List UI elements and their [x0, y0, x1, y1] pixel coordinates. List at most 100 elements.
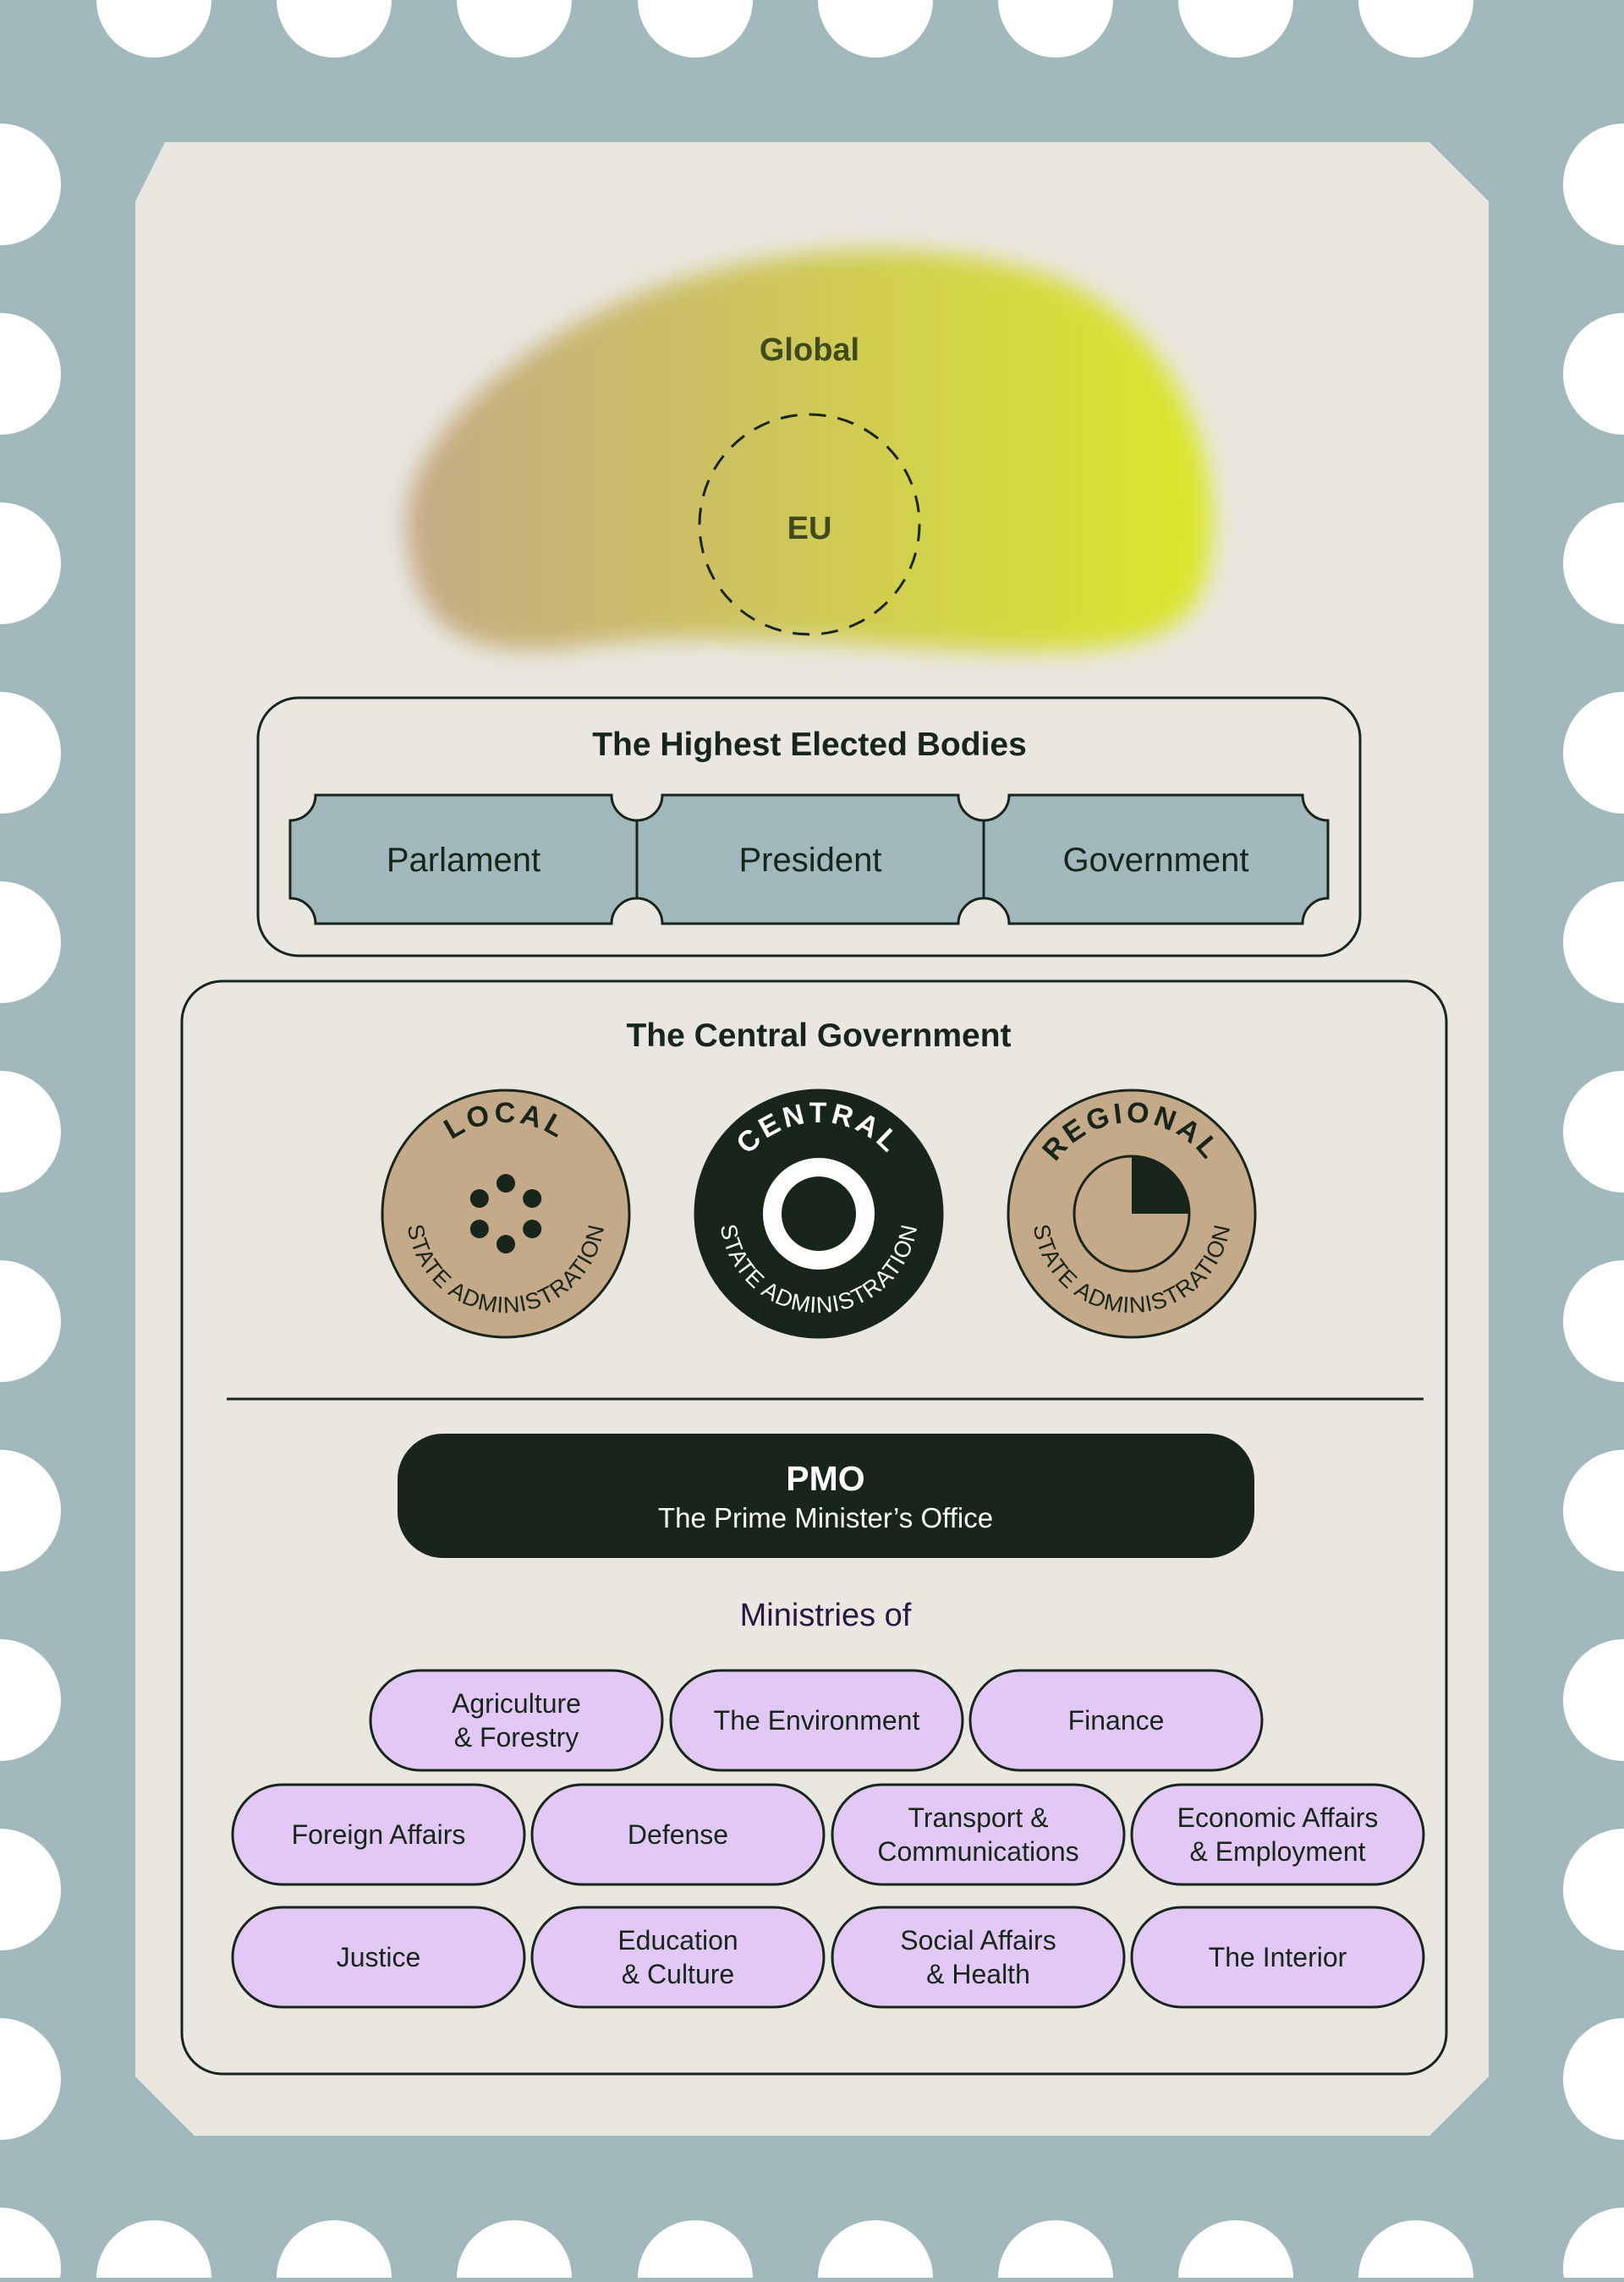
- perforation-hole: [1563, 692, 1624, 814]
- perforation-hole: [1358, 2220, 1473, 2282]
- perforation-hole: [457, 2220, 572, 2282]
- perforation-hole: [0, 2208, 61, 2282]
- pie-quarter-icon: [1073, 1155, 1191, 1273]
- ministry-label: & Health: [926, 1959, 1030, 1989]
- ministry-pill-shape: [231, 1783, 526, 1886]
- ministry-label: Education: [617, 1925, 738, 1956]
- perforation-hole: [277, 2220, 392, 2282]
- ministry-pill-shape: [530, 1783, 826, 1886]
- ministry-label: The Environment: [714, 1705, 920, 1736]
- ministry-pill: The Interior: [1130, 1906, 1425, 2009]
- ministry-pill: The Environment: [669, 1669, 964, 1772]
- perforation-hole: [0, 881, 61, 1003]
- perforation-hole: [638, 2220, 753, 2282]
- perforation-hole: [1563, 1829, 1624, 1950]
- ticket-label: President: [739, 842, 882, 879]
- ministry-label: The Interior: [1209, 1942, 1347, 1972]
- ticket-parlament: [288, 793, 639, 925]
- perforation-hole: [0, 1450, 61, 1572]
- perforation-hole: [0, 502, 61, 624]
- ministry-label: & Forestry: [454, 1722, 579, 1753]
- perforation-hole: [1563, 313, 1624, 435]
- perforation-hole: [998, 2220, 1113, 2282]
- perforation-hole: [0, 123, 61, 245]
- perforation-hole: [1563, 502, 1624, 624]
- ring-icon: [763, 1158, 875, 1270]
- pmo-bar: [398, 1434, 1254, 1558]
- ministry-pill-shape: [1130, 1783, 1425, 1886]
- ministry-pill-shape: [231, 1906, 526, 2009]
- perforation-hole: [457, 0, 572, 58]
- dots-ring-icon: [469, 1174, 542, 1253]
- ministry-label: Foreign Affairs: [292, 1819, 466, 1850]
- global-label: Global: [760, 332, 859, 368]
- pmo-subtitle: The Prime Minister’s Office: [658, 1502, 993, 1533]
- ministry-pill: Foreign Affairs: [231, 1783, 526, 1886]
- ministry-label: Transport &: [908, 1802, 1049, 1833]
- ministry-pill: Transport &Communications: [831, 1783, 1126, 1886]
- perforation-hole: [277, 0, 392, 58]
- perforation-hole: [1178, 0, 1293, 58]
- ministry-label: Economic Affairs: [1177, 1802, 1379, 1833]
- elected-bodies-box: [256, 696, 1362, 957]
- ministry-label: Defense: [628, 1819, 728, 1850]
- ministries-grid: Agriculture& Forestry The Environment Fina…: [231, 1669, 1425, 2009]
- perforation-hole: [1563, 881, 1624, 1003]
- ministry-pill: Defense: [530, 1783, 826, 1886]
- ministry-pill: Finance: [968, 1669, 1264, 1772]
- pmo-title: PMO: [786, 1459, 864, 1498]
- central-government-box: [180, 979, 1448, 2076]
- perforation-hole: [1563, 1260, 1624, 1382]
- perforation-hole: [0, 1071, 61, 1193]
- perforation-hole: [1563, 1639, 1624, 1761]
- ministry-pill-shape: [831, 1783, 1126, 1886]
- perforation-hole: [0, 313, 61, 435]
- perforation-hole: [1563, 2018, 1624, 2140]
- eu-scope-circle: [698, 413, 921, 636]
- perforation-hole: [1358, 0, 1473, 58]
- ticket-government: [982, 793, 1330, 925]
- ministry-pill-shape: [369, 1669, 664, 1772]
- ministry-pill: Justice: [231, 1906, 526, 2009]
- ministry-label: Justice: [337, 1942, 421, 1972]
- perforation-hole: [1178, 2220, 1293, 2282]
- perforation-hole: [1563, 1071, 1624, 1193]
- perforation-hole: [818, 2220, 933, 2282]
- perforation-hole: [1563, 1450, 1624, 1572]
- perforation-hole: [0, 692, 61, 814]
- ministry-pill: Social Affairs& Health: [831, 1906, 1126, 2009]
- perforation-hole: [1563, 2208, 1624, 2282]
- perforation-hole: [998, 0, 1113, 58]
- ministry-pill-shape: [530, 1906, 826, 2009]
- ticket-president: [635, 793, 985, 925]
- badge-disc: [381, 1089, 631, 1339]
- ministry-pill-shape: [1130, 1906, 1425, 2009]
- ministry-label: Social Affairs: [900, 1925, 1056, 1956]
- perforation-hole: [0, 1829, 61, 1950]
- perforation-hole: [818, 0, 933, 58]
- ticket-label: Government: [1062, 842, 1248, 879]
- ticket-label: Parlament: [387, 842, 540, 879]
- global-scope-blob: [405, 250, 1213, 651]
- ministry-pill-shape: [831, 1906, 1126, 2009]
- perforation-hole: [0, 1260, 61, 1382]
- ministry-label: Agriculture: [452, 1688, 581, 1719]
- badge-disc: [694, 1089, 944, 1339]
- ministry-pill: Economic Affairs& Employment: [1130, 1783, 1425, 1886]
- ministry-pill-shape: [968, 1669, 1264, 1772]
- perforation-hole: [0, 2018, 61, 2140]
- perforation-hole: [1563, 123, 1624, 245]
- ministry-label: & Employment: [1189, 1836, 1365, 1867]
- perforation-hole: [638, 0, 753, 58]
- perforation-hole: [96, 2220, 211, 2282]
- perforation-hole: [96, 0, 211, 58]
- central-government-title: The Central Government: [626, 1018, 1011, 1054]
- perforation-hole: [0, 1639, 61, 1761]
